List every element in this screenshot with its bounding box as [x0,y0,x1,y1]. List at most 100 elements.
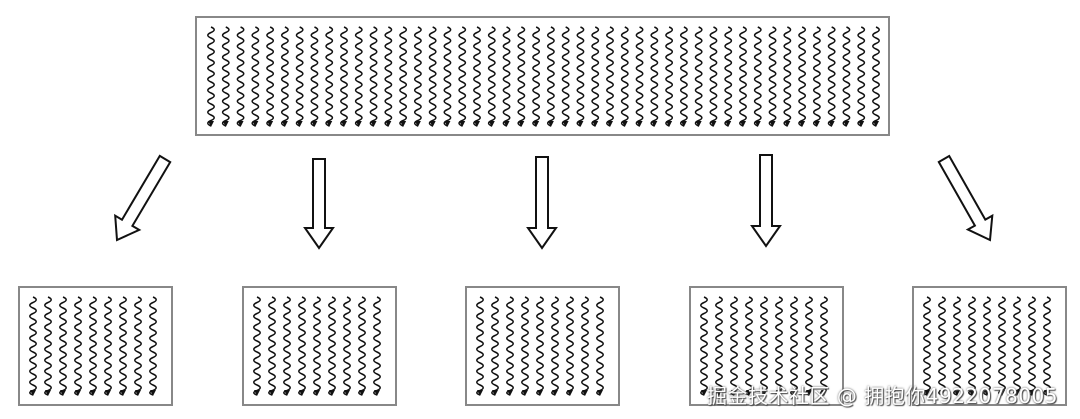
thread-wave-head [1014,390,1020,396]
thread-wave-head [784,121,791,127]
thread-wave [310,26,319,127]
thread-wave [968,296,976,396]
thread-wave-head [30,390,36,396]
thread-wave [325,26,334,127]
thread-wave-head [237,121,244,127]
thread-wave [783,26,792,127]
thread-wave [1013,296,1021,396]
down-arrow [937,154,994,242]
thread-wave-head [651,121,658,127]
thread-wave-head [281,121,288,127]
thread-wave-head [821,390,827,396]
thread-wave-head [507,390,513,396]
thread-wave [872,26,880,127]
thread-wave-head [60,390,66,396]
thread-group-blocks [29,296,1051,396]
thread-wave-head [695,121,702,127]
thread-wave [805,296,813,396]
thread-wave-head [577,121,584,127]
thread-wave [343,296,351,396]
thread-wave [730,296,738,396]
thread-wave-head [607,121,613,127]
thread-wave [358,296,366,396]
thread-wave [679,26,688,127]
thread-wave-head [666,121,673,127]
thread-wave [521,296,529,396]
thread-wave-head [1044,390,1050,396]
thread-wave [221,26,230,127]
thread-wave [458,26,467,127]
thread-wave [561,26,570,127]
thread-wave [581,296,589,396]
thread-wave [635,26,644,127]
thread-wave [842,26,851,127]
thread-group-grid [207,26,880,127]
thread-wave-head [761,390,767,396]
thread-wave [473,26,481,127]
thread-wave-head [522,390,528,396]
thread-wave [236,26,245,127]
block-box-1 [18,286,173,406]
thread-wave-head [75,390,81,396]
thread-wave [280,26,289,127]
thread-wave-head [567,390,573,396]
thread-wave [753,26,762,127]
thread-wave-head [45,390,51,396]
thread-wave [328,296,336,396]
thread-wave-head [621,121,628,127]
thread-wave-head [776,390,782,396]
thread-wave [266,26,275,127]
split-arrows [114,154,994,250]
thread-wave-head [150,390,156,396]
thread-wave [253,296,261,396]
thread-wave-head [355,121,362,127]
thread-wave [768,26,777,127]
thread-wave-head [813,121,820,127]
thread-wave [700,296,708,396]
thread-wave [491,296,499,396]
thread-wave [596,296,604,396]
thread-wave [983,296,991,396]
thread-wave-head [740,121,746,127]
thread-wave [251,26,260,127]
thread-wave [29,296,37,396]
thread-wave [953,296,961,396]
thread-wave-head [791,390,797,396]
thread-wave [650,26,659,127]
thread-wave [59,296,67,396]
thread-wave [476,296,484,396]
thread-wave-head [477,390,483,396]
thread-wave-head [597,390,603,396]
thread-wave [207,26,215,127]
thread-wave [532,26,541,127]
thread-wave-head [731,390,737,396]
thread-wave [1043,296,1051,396]
thread-wave [998,296,1006,396]
thread-wave-head [370,121,377,127]
thread-wave [399,26,408,127]
thread-wave [694,26,703,127]
thread-wave [857,26,866,127]
thread-wave [1028,296,1036,396]
thread-wave [502,26,511,127]
thread-wave-head [592,121,599,127]
thread-wave-head [400,121,407,127]
thread-wave-head [269,390,275,396]
thread-wave-head [843,121,850,127]
thread-wave [354,26,363,127]
thread-wave [340,26,348,127]
down-arrow [114,154,172,242]
thread-wave-head [969,390,975,396]
thread-wave-head [924,390,930,396]
thread-wave [373,296,381,396]
thread-wave-head [806,390,812,396]
thread-wave-head [769,121,776,127]
thread-wave [566,296,574,396]
thread-wave-head [208,121,214,127]
thread-wave-head [385,121,392,127]
thread-wave-head [267,121,274,127]
thread-wave-head [341,121,347,127]
thread-wave-head [296,121,303,127]
thread-wave-head [636,121,643,127]
thread-wave-head [746,390,752,396]
